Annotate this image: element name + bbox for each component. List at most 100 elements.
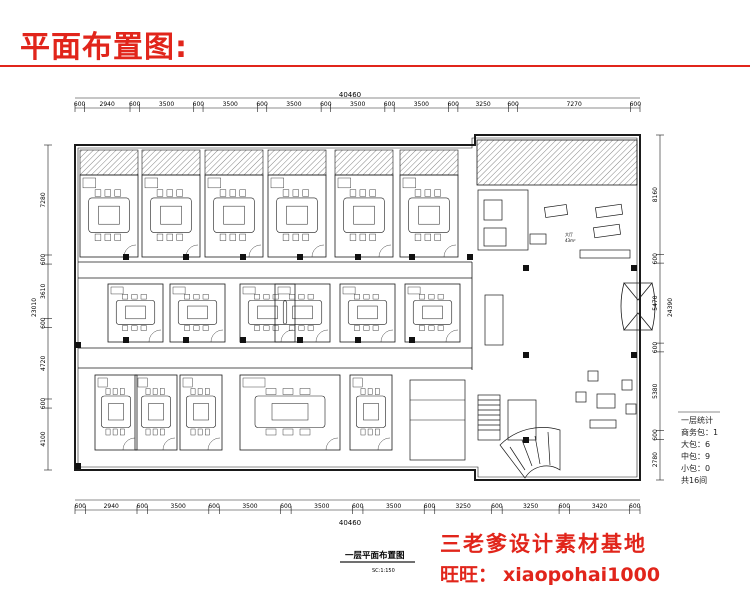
dimension-label: 600 — [384, 101, 396, 108]
dimension-label: 5380 — [652, 383, 659, 398]
dimension-label: 600 — [652, 429, 659, 441]
dimension-label: 600 — [74, 101, 86, 108]
stats-line: 大包：6 — [681, 440, 711, 449]
private-room — [204, 174, 264, 258]
private-room — [134, 374, 178, 451]
header: 平面布置图: — [0, 0, 750, 67]
dimension-label: 600 — [652, 342, 659, 354]
private-room — [239, 283, 296, 343]
bottom-total-dimension: 40460 — [339, 519, 361, 527]
top-dimension-chain: 600 2940 600 3500 600 3500 600 3500 600 3500 600 35… — [74, 97, 642, 112]
dimension-label: 600 — [629, 503, 641, 510]
private-room — [179, 374, 223, 451]
hall-area-label: 43m² — [565, 238, 576, 243]
dimension-label: 7280 — [40, 192, 47, 207]
private-room — [267, 174, 327, 258]
floor-statistics: 一层统计 商务包：1 大包：6 中包：9 小包：0 共16间 — [681, 415, 718, 487]
private-room — [94, 374, 138, 451]
dimension-label: 3500 — [171, 503, 186, 510]
dimension-label: 2780 — [652, 452, 659, 467]
dimension-label: 3250 — [475, 101, 490, 108]
private-room — [141, 174, 201, 258]
dimension-label: 3500 — [314, 503, 329, 510]
watermark: 三老爹设计素材基地 旺旺：xiaopohai1000 — [440, 528, 666, 587]
dimension-label: 3500 — [350, 101, 365, 108]
watermark-id-label: 旺旺： — [440, 564, 498, 586]
private-room — [107, 283, 164, 343]
dimension-label: 2940 — [104, 503, 119, 510]
dimension-label: 3500 — [242, 503, 257, 510]
dimension-label: 4100 — [40, 431, 47, 446]
dimension-label: 600 — [40, 317, 47, 329]
plan-caption-scale: SC:1:150 — [372, 568, 395, 574]
watermark-line1: 三老爹设计素材基地 — [440, 532, 647, 556]
floor-plan: 600 2940 600 3500 600 3500 600 3500 600 3500 600 35… — [31, 91, 720, 574]
plan-caption-title: 一层平面布置图 — [345, 550, 405, 561]
dimension-label: 7270 — [567, 101, 582, 108]
stats-line: 中包：9 — [681, 452, 711, 461]
watermark-line2: 旺旺：xiaopohai1000 — [440, 560, 666, 587]
header-divider — [0, 65, 750, 67]
watermark-id: xiaopohai1000 — [503, 564, 661, 586]
dimension-label: 600 — [447, 101, 459, 108]
dimension-label: 600 — [559, 503, 571, 510]
dimension-label: 600 — [75, 503, 87, 510]
dimension-total: 23010 — [31, 298, 38, 317]
hall-label: 大厅 — [565, 231, 573, 237]
dimension-label: 600 — [280, 503, 292, 510]
dimension-label: 3500 — [223, 101, 238, 108]
dimension-label: 600 — [208, 503, 220, 510]
dimension-label: 600 — [491, 503, 503, 510]
dimension-label: 600 — [40, 254, 47, 266]
dimension-label: 8160 — [652, 187, 659, 202]
corridor-lines — [78, 261, 473, 370]
private-room — [169, 283, 226, 343]
top-total-dimension: 40460 — [339, 91, 361, 99]
private-room — [239, 374, 341, 451]
private-room — [334, 174, 394, 258]
lounge-furniture — [575, 370, 637, 429]
dimension-label: 600 — [630, 101, 642, 108]
stats-line: 共16间 — [681, 476, 708, 485]
dimension-label: 2940 — [100, 101, 115, 108]
dimension-label: 600 — [40, 398, 47, 410]
private-room — [399, 174, 459, 258]
dimension-label: 5470 — [652, 295, 659, 310]
private-rooms-bottom-row — [94, 374, 466, 461]
right-dimension-chain: 8160 600 5470 600 5380 600 2780 24390 — [652, 134, 674, 481]
private-room — [349, 374, 393, 451]
dimension-label: 600 — [129, 101, 141, 108]
stats-line: 小包：0 — [681, 464, 711, 473]
dimension-label: 4720 — [40, 356, 47, 371]
dimension-label: 600 — [507, 101, 519, 108]
dimension-label: 3500 — [159, 101, 174, 108]
dimension-label: 600 — [256, 101, 268, 108]
private-rooms-middle-row — [107, 283, 461, 343]
private-room — [339, 283, 396, 343]
hall-area — [477, 189, 631, 346]
hatched-zone-top-right — [476, 139, 638, 186]
private-room — [79, 174, 139, 258]
dimension-total: 24390 — [667, 298, 674, 317]
dimension-label: 3420 — [592, 503, 607, 510]
private-rooms-top-row — [79, 149, 459, 258]
entrance-revolving-door — [620, 282, 656, 331]
dimension-label: 600 — [137, 503, 149, 510]
dimension-label: 600 — [652, 253, 659, 265]
dimension-label: 3500 — [286, 101, 301, 108]
stats-line: 商务包：1 — [681, 428, 719, 437]
page-title: 平面布置图: — [20, 30, 188, 65]
staircase — [477, 394, 561, 479]
building-outline — [74, 134, 641, 481]
stats-title: 一层统计 — [681, 416, 713, 425]
dimension-label: 600 — [424, 503, 436, 510]
dimension-label: 3500 — [414, 101, 429, 108]
dimension-label: 600 — [320, 101, 332, 108]
structural-columns — [75, 254, 637, 469]
private-room — [404, 283, 461, 343]
dimension-label: 600 — [352, 503, 364, 510]
dimension-label: 3250 — [523, 503, 538, 510]
dimension-label: 600 — [193, 101, 205, 108]
dimension-label: 3250 — [456, 503, 471, 510]
